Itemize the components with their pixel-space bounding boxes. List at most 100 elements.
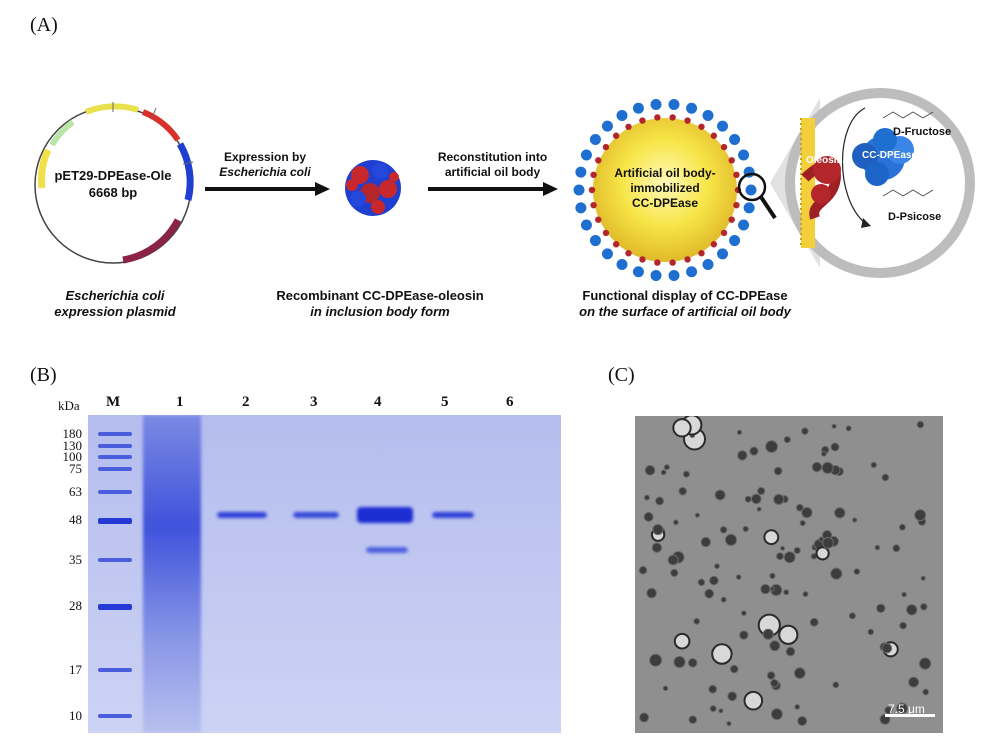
oleosin-anchor [639, 117, 646, 124]
sds-page-gel [88, 415, 561, 733]
oil-droplet [785, 646, 796, 657]
substrate-label: D-Fructose [893, 126, 952, 138]
oil-body-icon [573, 98, 757, 282]
oil-droplet [643, 494, 650, 501]
oil-droplet [697, 578, 706, 587]
oil-droplet [727, 691, 738, 702]
oil-droplet [832, 681, 840, 689]
oil-droplet [898, 523, 906, 531]
oleosin-anchor [612, 132, 620, 139]
enzyme-head [650, 270, 662, 282]
oil-droplet [881, 473, 890, 482]
oil-droplet [670, 568, 679, 578]
lane-label-m: M [106, 394, 121, 410]
oil-droplet [660, 469, 667, 476]
oleosin-anchor [588, 186, 596, 194]
oil-droplet [899, 621, 908, 630]
oil-droplet [797, 716, 808, 726]
oil-droplet [783, 551, 796, 564]
oleosin-anchor [602, 229, 610, 237]
oleosin-icon [801, 156, 841, 220]
oil-droplet [709, 705, 717, 713]
inclusion-body-icon [345, 160, 401, 216]
oil-droplet [892, 544, 901, 553]
oil-droplet [724, 533, 738, 547]
oil-droplet [914, 509, 927, 522]
oil-droplet [651, 542, 663, 553]
oil-droplet [853, 568, 861, 576]
ladder-band [98, 518, 132, 524]
ladder-band [98, 714, 132, 718]
oil-droplet [643, 511, 654, 522]
oil-droplet [693, 617, 701, 625]
oil-droplet [672, 418, 692, 438]
oleosin-anchor [654, 259, 661, 266]
enzyme-head [717, 120, 729, 132]
oil-droplet [815, 546, 830, 561]
protein-band [293, 512, 339, 518]
oil-droplet [739, 630, 749, 640]
enzyme-head [650, 98, 662, 110]
oil-droplet [757, 486, 766, 496]
oil-body-label-line1: Artificial oil body- [614, 166, 716, 180]
marker-label-28: 28 [69, 598, 82, 613]
enzyme-icon [852, 128, 914, 186]
oleosin-anchor [698, 250, 705, 257]
oil-droplet [646, 587, 657, 599]
oil-droplet [874, 544, 881, 551]
membrane-icon [800, 118, 815, 248]
oil-droplet [720, 596, 727, 603]
oleosin-anchor [669, 259, 676, 266]
display-caption-line2: on the surface of artificial oil body [579, 304, 791, 319]
enzyme-head [686, 266, 698, 278]
oil-droplet [920, 575, 926, 581]
oil-droplet [673, 632, 691, 650]
oil-droplet [726, 721, 732, 727]
oil-body-label-line3: CC-DPEase [631, 196, 699, 210]
oil-droplet [896, 702, 908, 715]
enzyme-head [717, 248, 729, 260]
enzyme-head [589, 235, 601, 247]
protein-band [366, 547, 408, 553]
oleosin-label: Oleosin [806, 155, 843, 166]
oil-droplet [831, 423, 837, 429]
plasmid-caption-line2: expression plasmid [54, 304, 176, 319]
ladder-band [98, 558, 132, 562]
lane-label-3: 3 [310, 394, 318, 410]
enzyme-head [702, 258, 714, 270]
oil-droplet [762, 628, 774, 640]
oil-droplet [735, 574, 742, 580]
oil-droplet [638, 565, 648, 575]
oil-droplet [799, 520, 806, 527]
enzyme-head [702, 110, 714, 122]
oil-droplet [793, 546, 801, 555]
marker-label-180: 180 [62, 426, 83, 441]
panel-b-label: (B) [30, 364, 57, 386]
enzyme-head [601, 120, 613, 132]
oil-droplet [778, 624, 799, 645]
marker-label-48: 48 [69, 512, 82, 527]
ladder-band [98, 455, 132, 459]
oil-droplet [765, 440, 779, 454]
marker-label-100: 100 [62, 449, 83, 464]
oil-droplet [821, 450, 827, 457]
oil-droplet [673, 519, 679, 526]
oil-droplet [682, 470, 691, 478]
plasmid-size: 6668 bp [88, 185, 138, 200]
oil-droplet [756, 506, 762, 512]
psicose-structure-icon [882, 189, 934, 197]
oil-droplet [714, 489, 726, 501]
oleosin-anchor [595, 216, 602, 223]
oil-droplet [760, 583, 771, 595]
enzyme-head [575, 166, 587, 178]
oil-droplet [801, 506, 813, 519]
oil-droplet [688, 715, 698, 725]
lane-label-5: 5 [441, 394, 449, 410]
enzyme-head [668, 270, 680, 282]
marker-label-10: 10 [69, 708, 82, 723]
oil-droplet [794, 704, 801, 710]
inclusion-caption-line1: Recombinant CC-DPEase-oleosin [276, 288, 484, 303]
oil-droplet [737, 450, 748, 461]
oil-droplet [639, 712, 650, 723]
oleosin-anchor [684, 256, 691, 263]
